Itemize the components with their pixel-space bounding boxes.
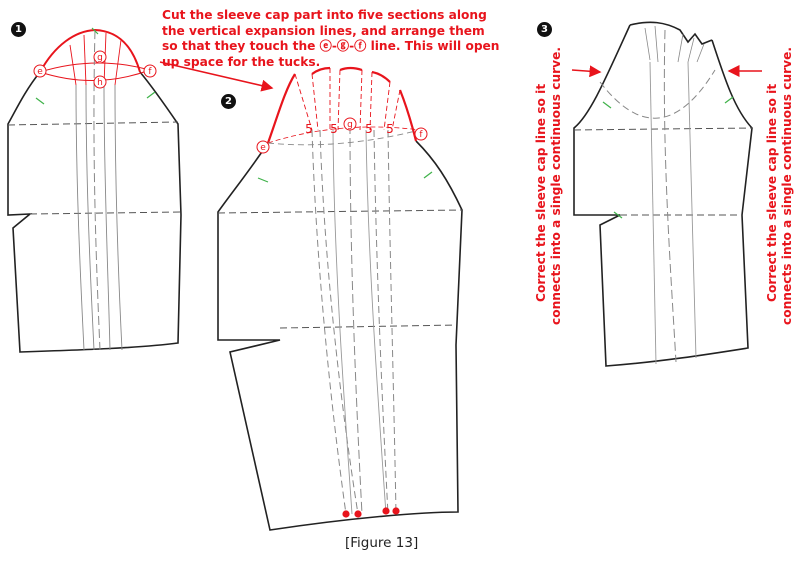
correction-arrow-left bbox=[571, 65, 602, 78]
notch-mark bbox=[257, 177, 269, 183]
sleeve-2-guide-line bbox=[387, 129, 397, 515]
sleeve-2-cap-piece-2 bbox=[311, 66, 331, 75]
instruction-main: Cut the sleeve cap part into five sectio… bbox=[162, 8, 500, 69]
point-g bbox=[93, 50, 107, 64]
sleeve-2-slash-line bbox=[294, 73, 313, 131]
notch-mark bbox=[91, 27, 99, 35]
sleeve-1-guide-line bbox=[75, 84, 85, 351]
tuck-end-dot bbox=[382, 507, 390, 515]
tuck-label: 5 bbox=[386, 122, 394, 136]
sleeve-2-bicep-line bbox=[217, 209, 463, 214]
point-f bbox=[414, 127, 428, 141]
sleeve-1-bicep-line bbox=[7, 121, 179, 126]
sleeve-1-guide-line bbox=[114, 84, 123, 351]
sleeve-1-expansion-line bbox=[69, 44, 77, 86]
instruction-arrow bbox=[159, 61, 274, 92]
sleeve-step-1: e f g h bbox=[7, 27, 182, 353]
point-f-label: f bbox=[148, 67, 152, 77]
notch-mark bbox=[35, 97, 45, 105]
sleeve-3-guide-line bbox=[649, 61, 657, 365]
tuck-fold-line bbox=[696, 43, 705, 63]
sleeve-step-3 bbox=[571, 21, 762, 367]
sleeve-2-guide-line bbox=[365, 129, 387, 515]
point-h bbox=[93, 75, 107, 89]
sleeve-2-guide-line bbox=[332, 129, 353, 515]
tuck-fold-line bbox=[677, 33, 684, 63]
sleeve-1-elbow-line bbox=[29, 211, 182, 215]
notch-mark bbox=[613, 211, 623, 219]
notch-mark bbox=[724, 96, 734, 104]
sleeve-2-guide-line bbox=[319, 129, 359, 515]
figure-caption: [Figure 13] bbox=[345, 535, 419, 551]
notch-mark bbox=[146, 91, 156, 99]
sleeve-3-outline bbox=[573, 24, 753, 367]
sleeve-2-cap-piece-1 bbox=[266, 73, 296, 144]
tuck-fold-line bbox=[654, 25, 659, 63]
point-e-label: e bbox=[37, 67, 43, 77]
sleeve-2-cap-base bbox=[267, 129, 421, 146]
sleeve-2-slash-line bbox=[383, 81, 391, 131]
sleeve-3-guide-line bbox=[687, 61, 697, 359]
tuck-fold-line bbox=[687, 37, 695, 63]
sleeve-step-2: 5 5 5 5 g e f bbox=[217, 66, 463, 531]
sleeve-3-bicep-line bbox=[573, 127, 753, 131]
sleeve-2-outline bbox=[217, 140, 463, 531]
sleeve-2-guide-line bbox=[373, 129, 389, 515]
sleeve-1-expansion-line bbox=[83, 34, 87, 86]
step-3-badge: 3 bbox=[537, 22, 552, 37]
sleeve-1-center-line bbox=[93, 29, 101, 351]
sleeve-2-cap-piece-3 bbox=[339, 66, 363, 72]
tuck-end-dot bbox=[342, 510, 350, 518]
sleeve-2-slash-line bbox=[359, 69, 363, 131]
point-g-label: g bbox=[347, 120, 353, 130]
tuck-label: 5 bbox=[330, 122, 338, 136]
tuck-end-dot bbox=[392, 507, 400, 515]
sleeve-1-outline bbox=[7, 71, 182, 353]
sleeve-1-cap-ellipse-top bbox=[39, 62, 151, 73]
tuck-label: 5 bbox=[305, 122, 313, 136]
tuck-fold-line bbox=[644, 27, 651, 61]
sleeve-2-slash-line bbox=[369, 71, 373, 131]
sleeve-2-cap-piece-4 bbox=[371, 70, 391, 83]
sleeve-2-slash-line bbox=[337, 69, 341, 131]
sleeve-2-elbow-line bbox=[279, 324, 457, 329]
point-e-label: e bbox=[260, 143, 266, 153]
point-g-label: g bbox=[97, 53, 103, 63]
sleeve-2-slash-line bbox=[311, 73, 319, 131]
sleeve-1-guide-line bbox=[103, 84, 111, 351]
point-f-label: f bbox=[419, 130, 423, 140]
tuck-label: 5 bbox=[365, 122, 373, 136]
sleeve-1-expansion-line bbox=[114, 39, 122, 86]
sleeve-3-cap-tucks bbox=[629, 21, 713, 45]
notch-mark bbox=[602, 101, 612, 109]
notch-mark bbox=[423, 171, 433, 179]
sleeve-3-cap-base bbox=[599, 69, 716, 119]
point-g bbox=[343, 117, 357, 131]
tuck-end-dot bbox=[354, 510, 362, 518]
point-h-label: h bbox=[97, 78, 103, 88]
sleeve-2-guide-line bbox=[311, 129, 347, 515]
sleeve-2-slash-line bbox=[391, 89, 401, 131]
sleeve-1-guide-line bbox=[85, 84, 95, 351]
sleeve-1-cap-red bbox=[39, 28, 141, 73]
sleeve-2-center-line bbox=[349, 124, 363, 515]
step-1-badge: 1 bbox=[11, 22, 26, 37]
point-e bbox=[33, 64, 47, 78]
step-2-badge: 2 bbox=[221, 94, 236, 109]
point-e bbox=[256, 140, 270, 154]
point-f bbox=[143, 64, 157, 78]
sleeve-3-center-line bbox=[663, 29, 677, 363]
sleeve-2-cap-guide bbox=[267, 126, 421, 144]
sleeve-2-cap-piece-5 bbox=[398, 89, 418, 142]
